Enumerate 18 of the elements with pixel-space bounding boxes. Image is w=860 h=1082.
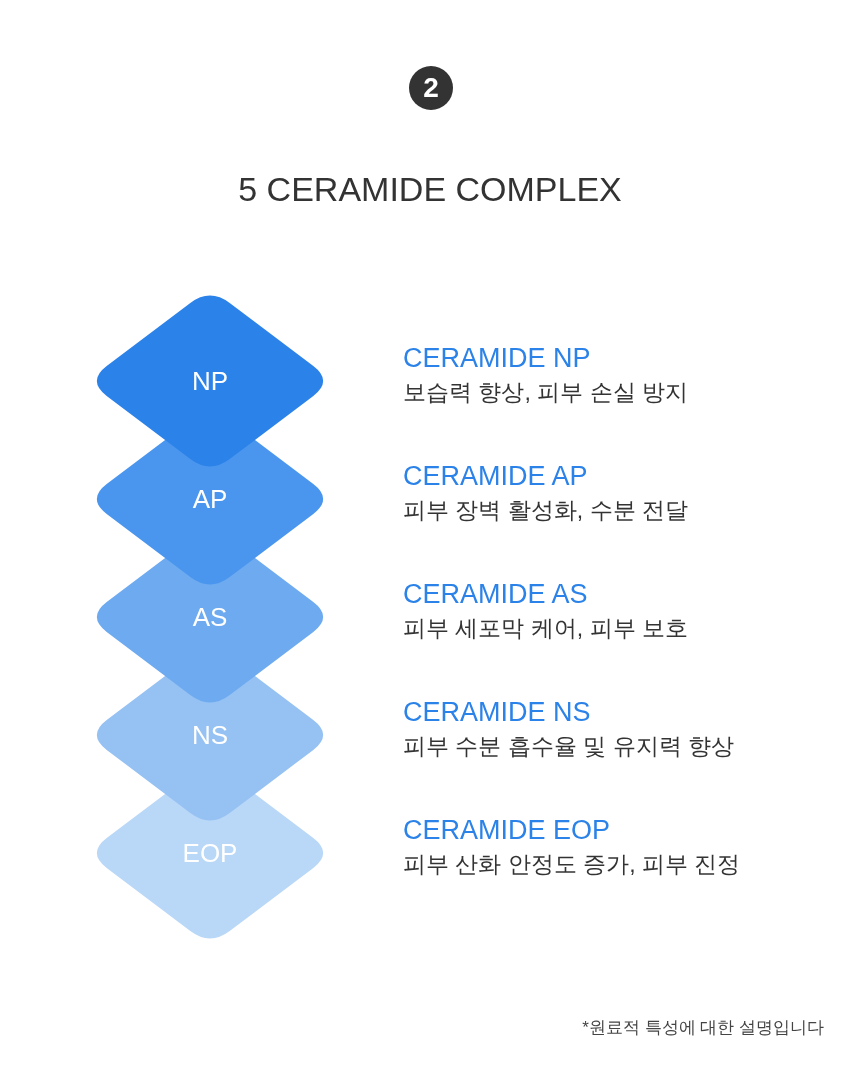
layer-label: AS bbox=[192, 601, 228, 633]
layer-label: NS bbox=[191, 719, 229, 751]
ceramide-name: CERAMIDE NP bbox=[403, 343, 591, 374]
layer-label: NP bbox=[191, 365, 229, 397]
layer-label: AP bbox=[192, 483, 228, 515]
ceramide-name: CERAMIDE NS bbox=[403, 697, 591, 728]
ceramide-name: CERAMIDE EOP bbox=[403, 815, 611, 846]
ceramide-name: CERAMIDE AS bbox=[403, 579, 588, 610]
footnote: *원료적 특성에 대한 설명입니다 bbox=[582, 1017, 824, 1039]
ceramide-description: 피부 세포막 케어, 피부 보호 bbox=[403, 614, 688, 643]
title: 5 CERAMIDE COMPLEX bbox=[237, 170, 623, 209]
ceramide-description: 피부 장벽 활성화, 수분 전달 bbox=[403, 496, 688, 525]
ceramide-name: CERAMIDE AP bbox=[403, 461, 588, 492]
ceramide-description: 피부 산화 안정도 증가, 피부 진정 bbox=[403, 850, 741, 879]
ceramide-description: 보습력 향상, 피부 손실 방지 bbox=[403, 378, 688, 407]
layer-label: EOP bbox=[182, 837, 238, 869]
ceramide-description: 피부 수분 흡수율 및 유지력 향상 bbox=[403, 732, 734, 761]
step-number-badge: 2 bbox=[409, 66, 453, 110]
